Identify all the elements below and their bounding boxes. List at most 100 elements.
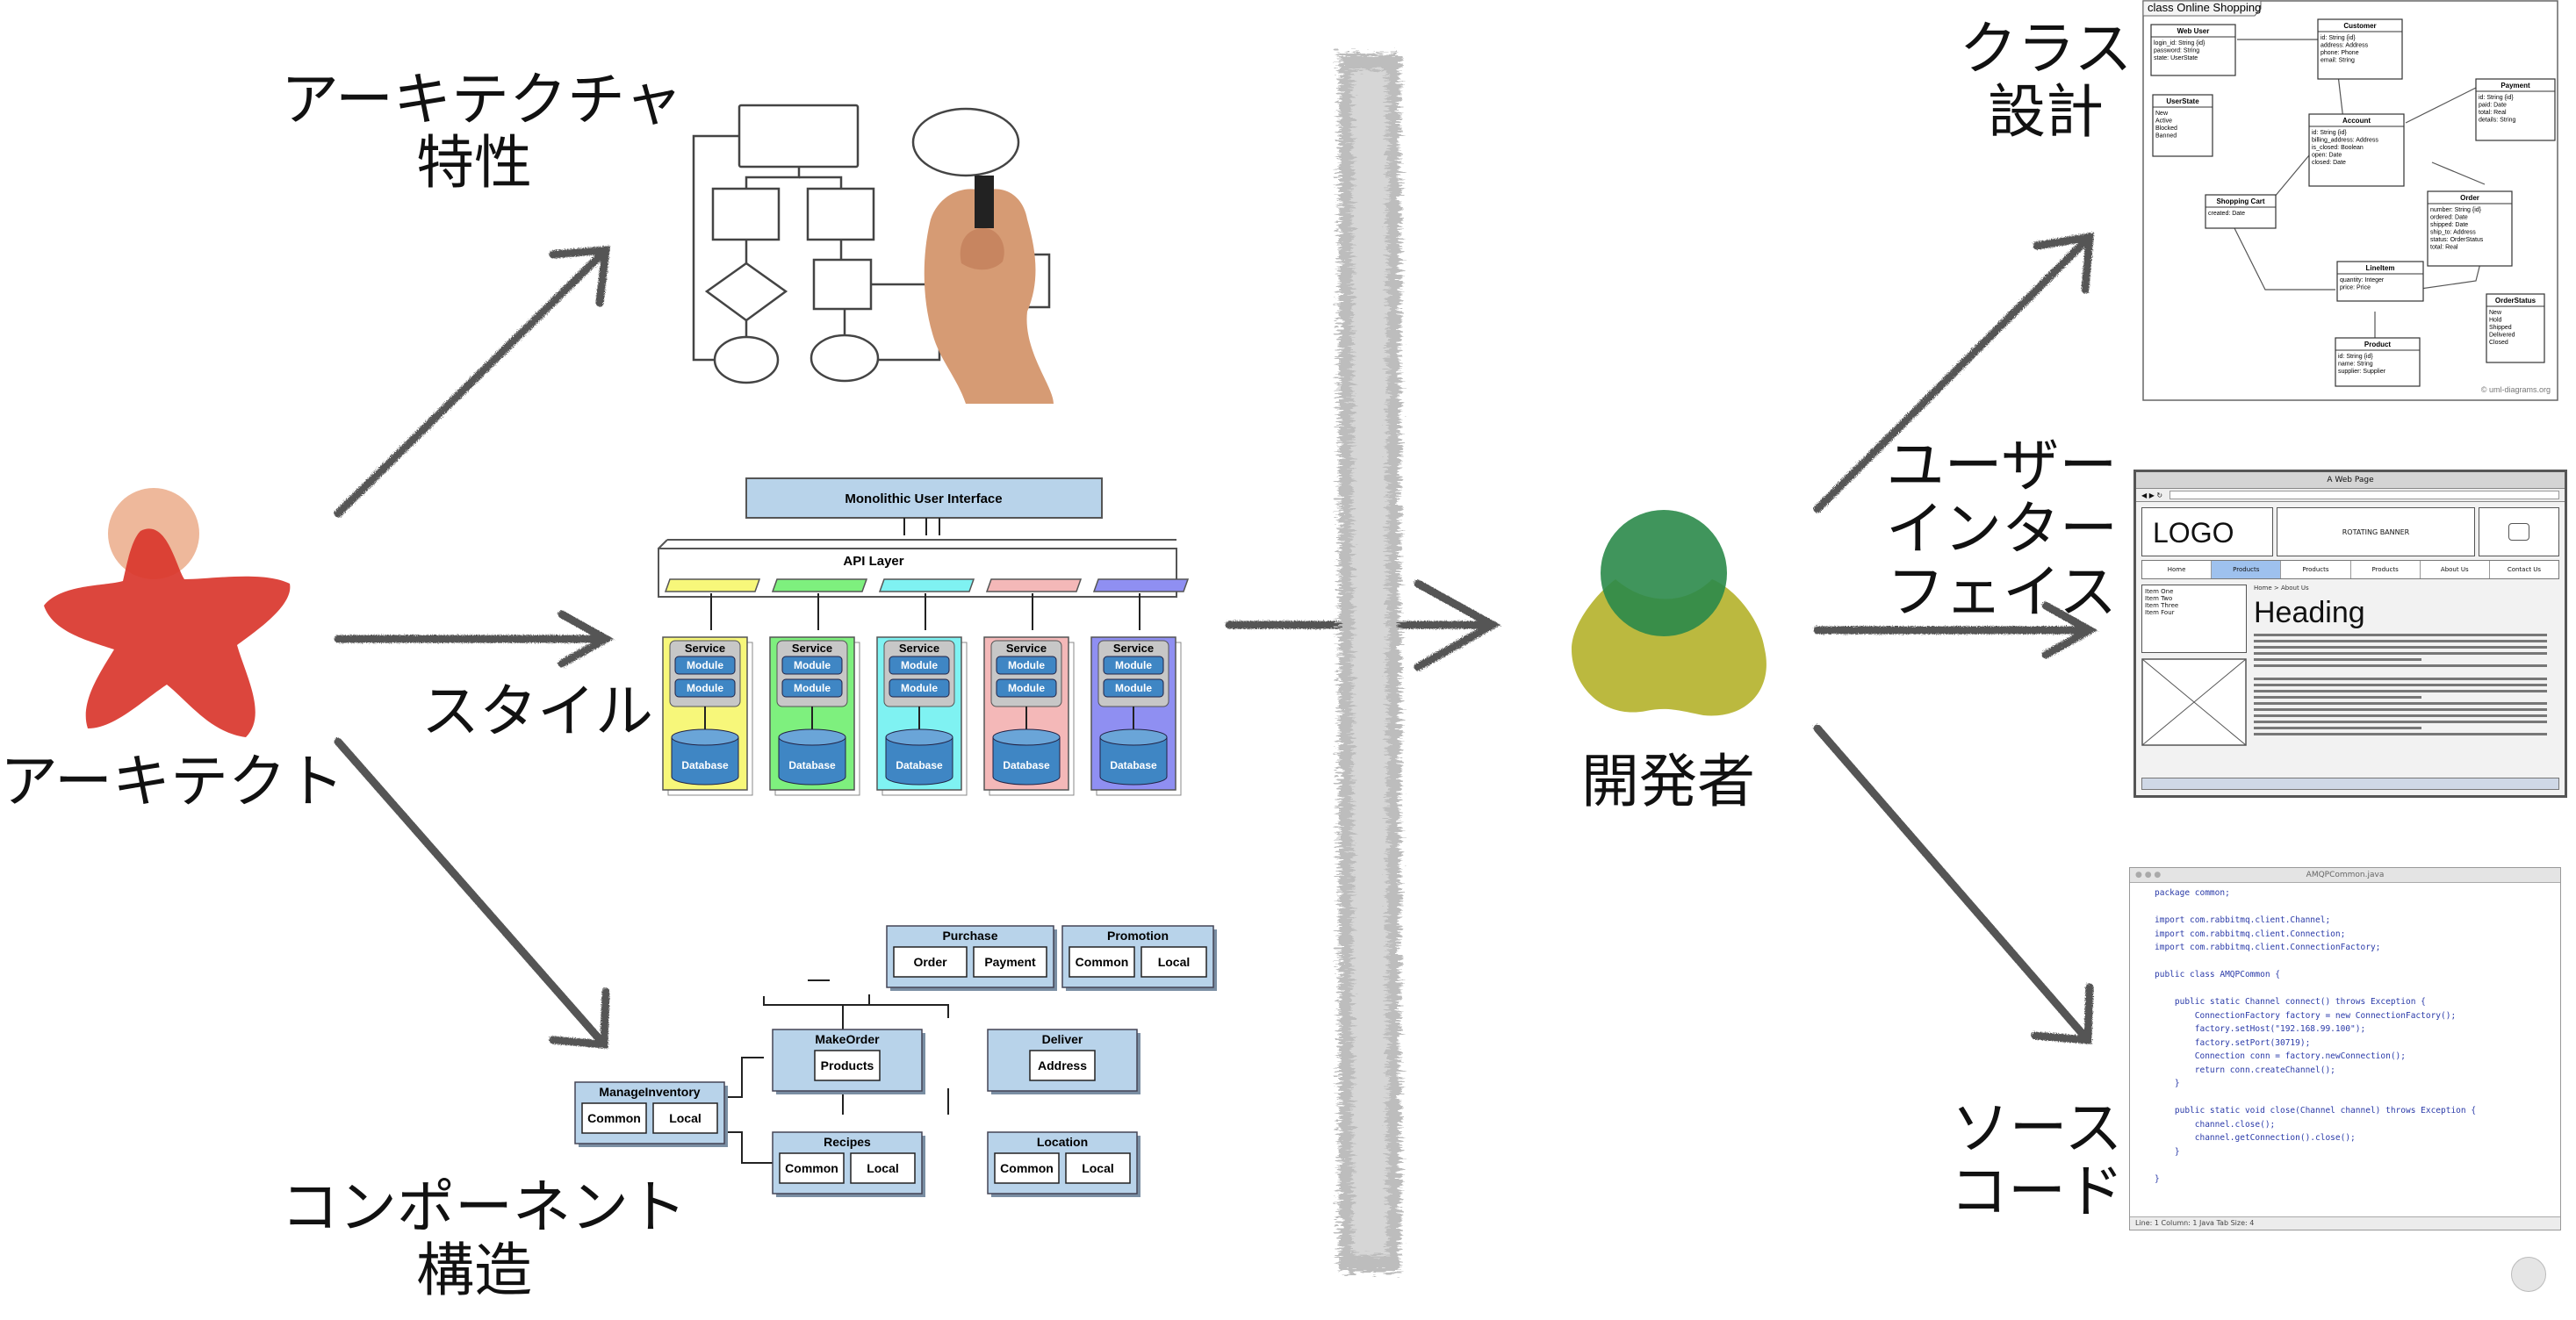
code-line: import com.rabbitmq.client.ConnectionFac… [2155,943,2381,952]
source-line-1: ソース [1951,1094,2123,1162]
module-text: Module [1115,659,1152,671]
code-line: channel.close(); [2155,1119,2276,1130]
class-attr: password: String [2154,48,2199,54]
component-item [994,1152,1060,1184]
component-item-text: Local [867,1161,899,1175]
class-attr: id: String {id} [2338,354,2373,360]
class-attr: supplier: Supplier [2338,369,2386,375]
text-line [2254,690,2548,692]
corner-badge-icon[interactable] [2511,1257,2546,1292]
database-text: Database [681,759,729,771]
component-item [652,1102,718,1134]
rotating-banner: ROTATING BANNER [2277,507,2475,556]
arrow-to-characteristics [334,246,610,518]
nav-contact[interactable]: Contact Us [2507,566,2542,573]
module-text: Module [687,682,723,694]
developer-figure [1572,510,1767,716]
class-attr: Delivered [2489,333,2515,339]
page-heading: Heading [2254,596,2365,629]
code-line: channel.getConnection().close(); [2155,1133,2356,1143]
text-line [2254,658,2422,661]
api-slot [1092,578,1190,592]
nav-products-2[interactable]: Products [2281,561,2351,578]
style-label: スタイル [421,678,653,745]
database-cylinder [671,737,739,786]
component-title: Recipes [824,1135,871,1149]
ui-footer [2141,778,2559,790]
module-box [996,656,1057,675]
component-item [779,1152,845,1184]
barrier-wall [1339,53,1400,1273]
nav-bar: Home Products Products Products About Us… [2141,560,2559,579]
text-line [2254,684,2548,686]
image-placeholder [2141,658,2247,746]
class-userstate [2152,94,2213,157]
class-attr: created: Date [2208,211,2245,217]
code-line: return conn.createChannel(); [2155,1065,2335,1075]
nav-products-active[interactable]: Products [2212,561,2282,578]
class-product [2335,337,2421,387]
code-editor-window: ● ● ● AMQPCommon.java package common;imp… [2129,867,2561,1230]
class-watermark: © uml-diagrams.org [2481,385,2551,394]
code-line: public static void close(Channel channel… [2155,1106,2477,1116]
class-name: Web User [2177,27,2210,35]
nav-about[interactable]: About Us [2421,561,2490,578]
component-item-text: Address [1038,1058,1087,1072]
class-cart [2205,194,2277,229]
flowchart-sketch [692,104,1054,404]
class-attr: id: String {id} [2321,35,2356,41]
class-attr: id: String {id} [2479,95,2514,101]
api-slot [664,578,761,592]
sidebar-item[interactable]: Item Three [2145,602,2179,609]
editor-filename: AMQPCommon.java [2306,871,2385,879]
service-text: Service [792,642,832,655]
module-box [889,656,950,675]
component-item-text: Payment [984,955,1036,969]
class-customer [2317,18,2403,80]
code-line: public class AMQPCommon { [2155,970,2280,979]
window-controls: ● ● ● [2135,871,2162,879]
class-payment [2475,78,2556,141]
code-line: factory.setHost("192.168.99.100"); [2155,1024,2366,1034]
breadcrumb: Home > About Us [2254,585,2309,592]
arrow-to-component [334,737,608,1049]
class-attr: open: Date [2312,153,2342,159]
class-attr: billing_address: Address [2312,138,2378,144]
class-webuser [2150,24,2236,76]
component-item-text: Common [785,1161,838,1175]
module-box [781,656,843,675]
text-line [2254,727,2422,729]
module-box [1103,678,1164,698]
architect-label: アーキテクト [0,748,345,815]
class-name: LineItem [2366,264,2395,272]
text-line [2254,721,2548,723]
component-item-text: Common [587,1111,641,1125]
module-box [1103,656,1164,675]
database-text: Database [1110,759,1157,771]
text-line [2254,714,2548,717]
sidebar-item[interactable]: Item One [2145,588,2174,595]
component-item [1029,1050,1096,1081]
nav-products-3[interactable]: Products [2351,561,2421,578]
nav-home[interactable]: Home [2142,561,2213,578]
code-line: } [2155,1173,2160,1184]
class-name: Payment [2500,82,2530,90]
component-item [973,946,1047,978]
module-text: Module [687,659,723,671]
arch-characteristics-label: アーキテクチャ 特性 [281,68,682,195]
sidebar-item[interactable]: Item Four [2145,609,2175,616]
text-line [2254,696,2422,699]
component-title: ManageInventory [599,1085,700,1099]
component-label: コンポーネント 構造 [281,1176,687,1302]
class-attr: ship_to: Address [2430,230,2476,236]
class-lineitem [2336,261,2424,302]
code-line: Connection conn = factory.newConnection(… [2155,1051,2406,1061]
class-attr: total: Real [2430,245,2458,251]
class-attr: state: UserState [2154,55,2198,61]
sidebar-item[interactable]: Item Two [2145,595,2173,602]
code-line: public static Channel connect() throws E… [2155,997,2426,1007]
database-text: Database [896,759,943,771]
class-attr: name: String [2338,362,2373,368]
arrow-to-class [1813,233,2094,513]
module-text: Module [794,659,831,671]
